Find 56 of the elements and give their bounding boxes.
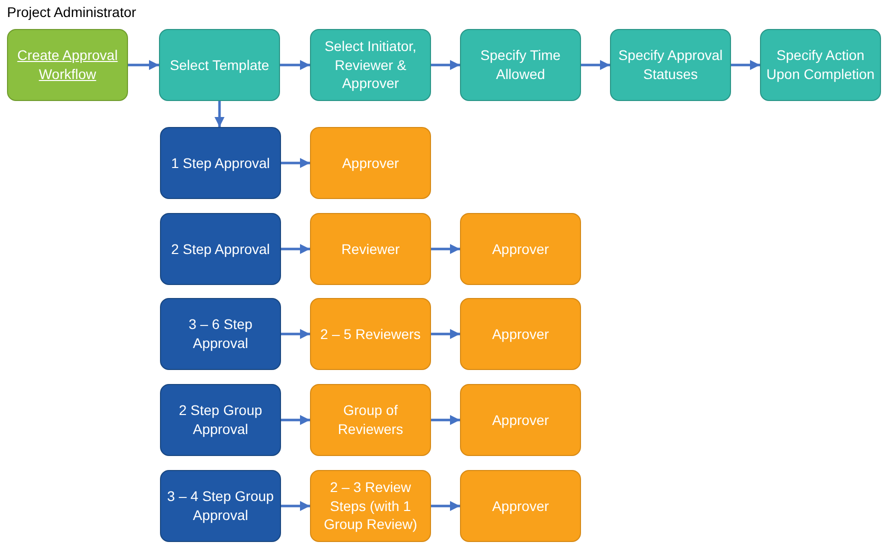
arrow [431, 244, 460, 254]
box-label: Approver [492, 496, 549, 516]
process-box [159, 29, 280, 101]
process-box [310, 127, 431, 199]
process-box [310, 470, 431, 542]
arrow [281, 329, 310, 339]
box-label: Approver [492, 324, 549, 344]
arrow [581, 60, 610, 70]
box-label: Approver [342, 154, 399, 172]
box-label: Approver [492, 410, 549, 430]
arrow [214, 101, 224, 127]
box-label: 2 Step Group Approval [178, 401, 264, 439]
box-label: 1 Step Approval [171, 154, 270, 172]
heading-label: Project Administrator [7, 4, 136, 20]
arrow [281, 158, 310, 168]
box-label: Create Approval Workflow [16, 46, 119, 84]
box-label: Approver [492, 240, 549, 258]
box-label: 2 Step Approval [171, 240, 270, 258]
arrow [281, 501, 310, 511]
process-box [160, 384, 281, 456]
process-box [310, 384, 431, 456]
arrow [431, 60, 460, 70]
arrow [431, 415, 460, 425]
box-label: 2 – 3 Review Steps (with 1 Group Review) [322, 478, 418, 534]
box-label: 3 – 4 Step Group Approval [166, 487, 275, 525]
arrow [731, 60, 760, 70]
process-box [760, 29, 881, 101]
process-box [160, 298, 281, 370]
process-box [160, 213, 281, 285]
process-box [610, 29, 731, 101]
process-box [160, 127, 281, 199]
arrow [431, 501, 460, 511]
box-label: Select Initiator, Reviewer & Approver [324, 36, 418, 94]
arrow [280, 60, 310, 70]
box-label: Specify Time Allowed [479, 46, 562, 84]
process-box [310, 298, 431, 370]
process-box [460, 213, 581, 285]
process-box [460, 384, 581, 456]
process-box [460, 29, 581, 101]
box-label: 3 – 6 Step Approval [188, 315, 254, 353]
process-box [160, 470, 281, 542]
arrow [128, 60, 159, 70]
box-label: Select Template [170, 56, 270, 74]
box-label: Reviewer [341, 240, 400, 258]
arrow [281, 415, 310, 425]
box-label: Specify Action Upon Completion [766, 46, 875, 84]
box-label: 2 – 5 Reviewers [320, 324, 421, 344]
process-box [460, 298, 581, 370]
process-box [460, 470, 581, 542]
arrow [281, 244, 310, 254]
process-box [310, 29, 431, 101]
box-label: Specify Approval Statuses [617, 46, 724, 84]
arrow [431, 329, 460, 339]
process-box [310, 213, 431, 285]
box-label: Group of Reviewers [336, 401, 404, 439]
process-box [7, 29, 128, 101]
